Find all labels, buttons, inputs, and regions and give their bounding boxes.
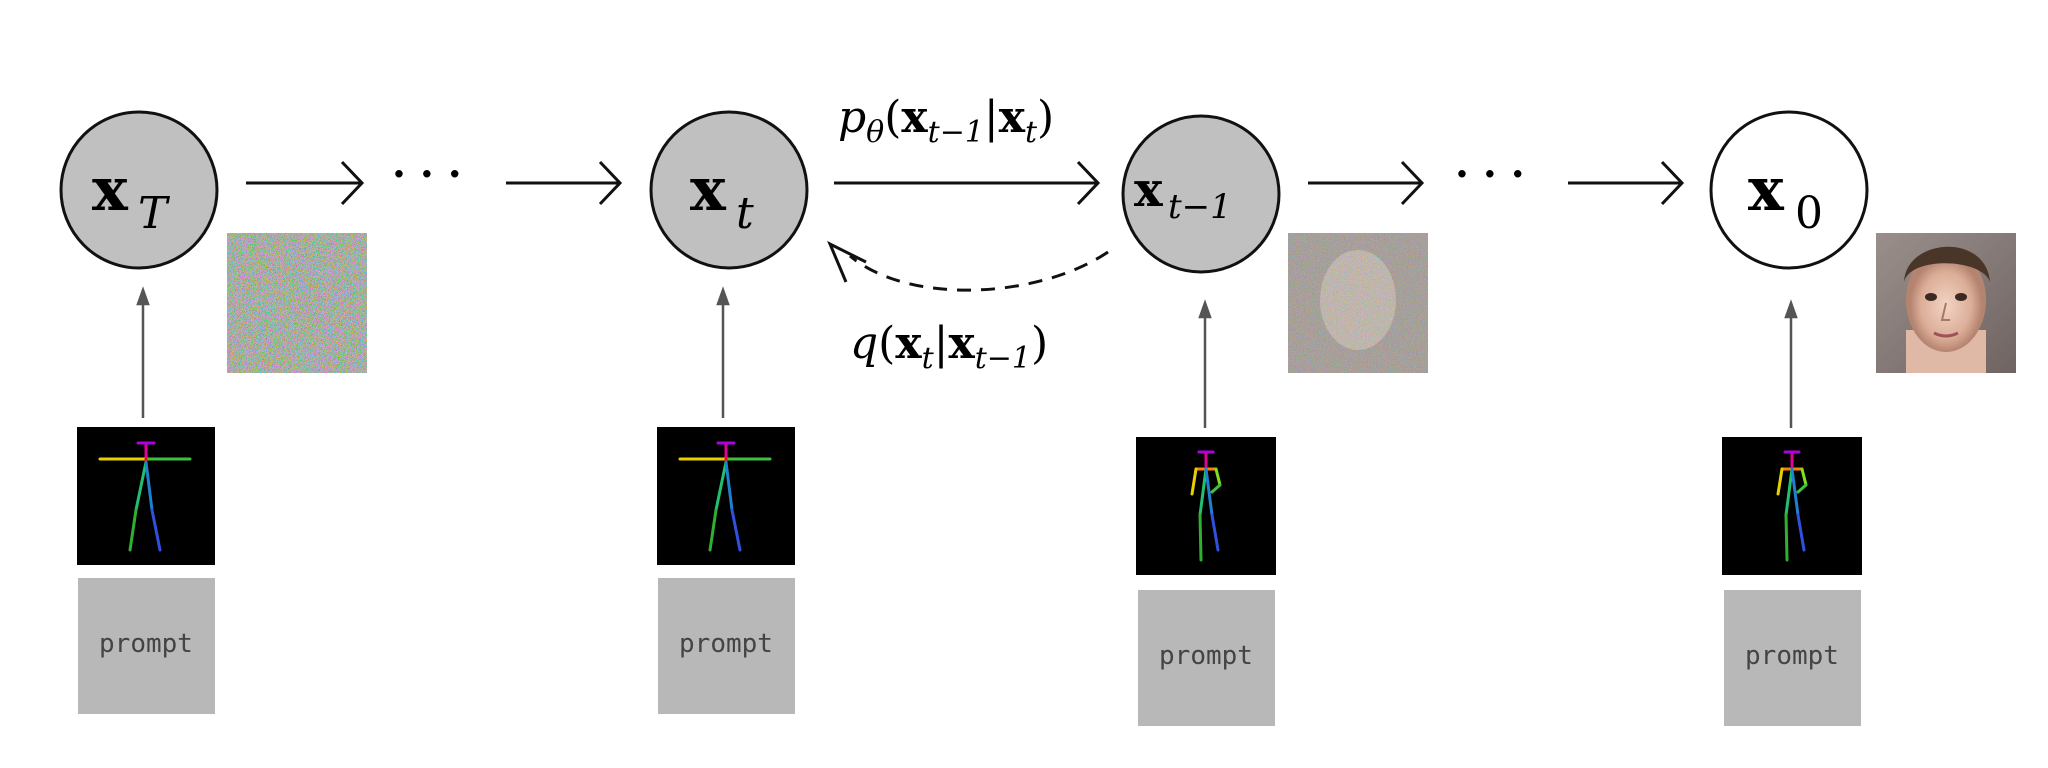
node-xT-base: x bbox=[92, 155, 129, 225]
node-xt: x t bbox=[649, 110, 809, 270]
forward-process-label: q(xt|xt−1) bbox=[850, 318, 1048, 376]
prompt-label: prompt bbox=[99, 629, 193, 659]
node-xT: x T bbox=[59, 110, 219, 270]
prompt-box-3: prompt bbox=[1138, 590, 1275, 726]
node-xt-sub: t bbox=[736, 188, 754, 239]
pose-t-pose-icon bbox=[98, 441, 192, 552]
pose-t-pose-icon bbox=[678, 441, 772, 552]
pose-walking-icon bbox=[1776, 450, 1808, 562]
cond-arrow-1 bbox=[136, 286, 150, 418]
prompt-box-1: prompt bbox=[78, 578, 215, 714]
pose-image-2 bbox=[657, 427, 795, 565]
arrow-dots-to-x0 bbox=[1568, 160, 1685, 206]
pose-image-4 bbox=[1722, 437, 1862, 575]
node-x0-base: x bbox=[1748, 155, 1785, 225]
cond-arrow-3 bbox=[1198, 299, 1212, 428]
cond-arrow-4 bbox=[1784, 299, 1798, 428]
node-xt-minus-1-base: x bbox=[1134, 162, 1163, 218]
arrow-dots-to-xt bbox=[506, 160, 623, 206]
svg-text:pθ(xt−1|xt): pθ(xt−1|xt) bbox=[838, 92, 1054, 150]
dashed-forward-arrow bbox=[827, 240, 1109, 292]
pose-image-3 bbox=[1136, 437, 1276, 575]
face-image bbox=[1876, 233, 2016, 373]
node-x0-sub: 0 bbox=[1795, 188, 1823, 239]
noisy-face-image bbox=[1288, 233, 1428, 373]
prompt-box-2: prompt bbox=[658, 578, 795, 714]
prompt-box-4: prompt bbox=[1724, 590, 1861, 726]
arrow-xt-minus-1-to-dots bbox=[1308, 160, 1425, 206]
pose-image-1 bbox=[77, 427, 215, 565]
arrow-xT-to-dots bbox=[246, 160, 365, 206]
node-xt-minus-1: x t−1 bbox=[1121, 114, 1281, 274]
node-xt-minus-1-sub: t−1 bbox=[1168, 187, 1232, 227]
chain-arrows bbox=[246, 160, 1685, 206]
cond-arrow-2 bbox=[716, 286, 730, 418]
node-xT-sub: T bbox=[138, 188, 171, 239]
conditioning-arrows bbox=[136, 286, 1798, 428]
node-xt-base: x bbox=[690, 155, 727, 225]
prompt-label: prompt bbox=[1159, 641, 1253, 671]
noise-image bbox=[227, 233, 367, 373]
svg-text:q(xt|xt−1): q(xt|xt−1) bbox=[850, 318, 1048, 376]
reverse-process-label: pθ(xt−1|xt) bbox=[838, 92, 1054, 150]
prompt-label: prompt bbox=[1745, 641, 1839, 671]
ellipsis-right: · · · bbox=[1455, 151, 1525, 198]
node-x0: x 0 bbox=[1709, 110, 1869, 270]
pose-walking-icon bbox=[1190, 450, 1222, 562]
prompt-label: prompt bbox=[679, 629, 773, 659]
ellipsis-left: · · · bbox=[392, 151, 462, 198]
arrow-xt-to-xt-minus-1 bbox=[834, 160, 1101, 206]
